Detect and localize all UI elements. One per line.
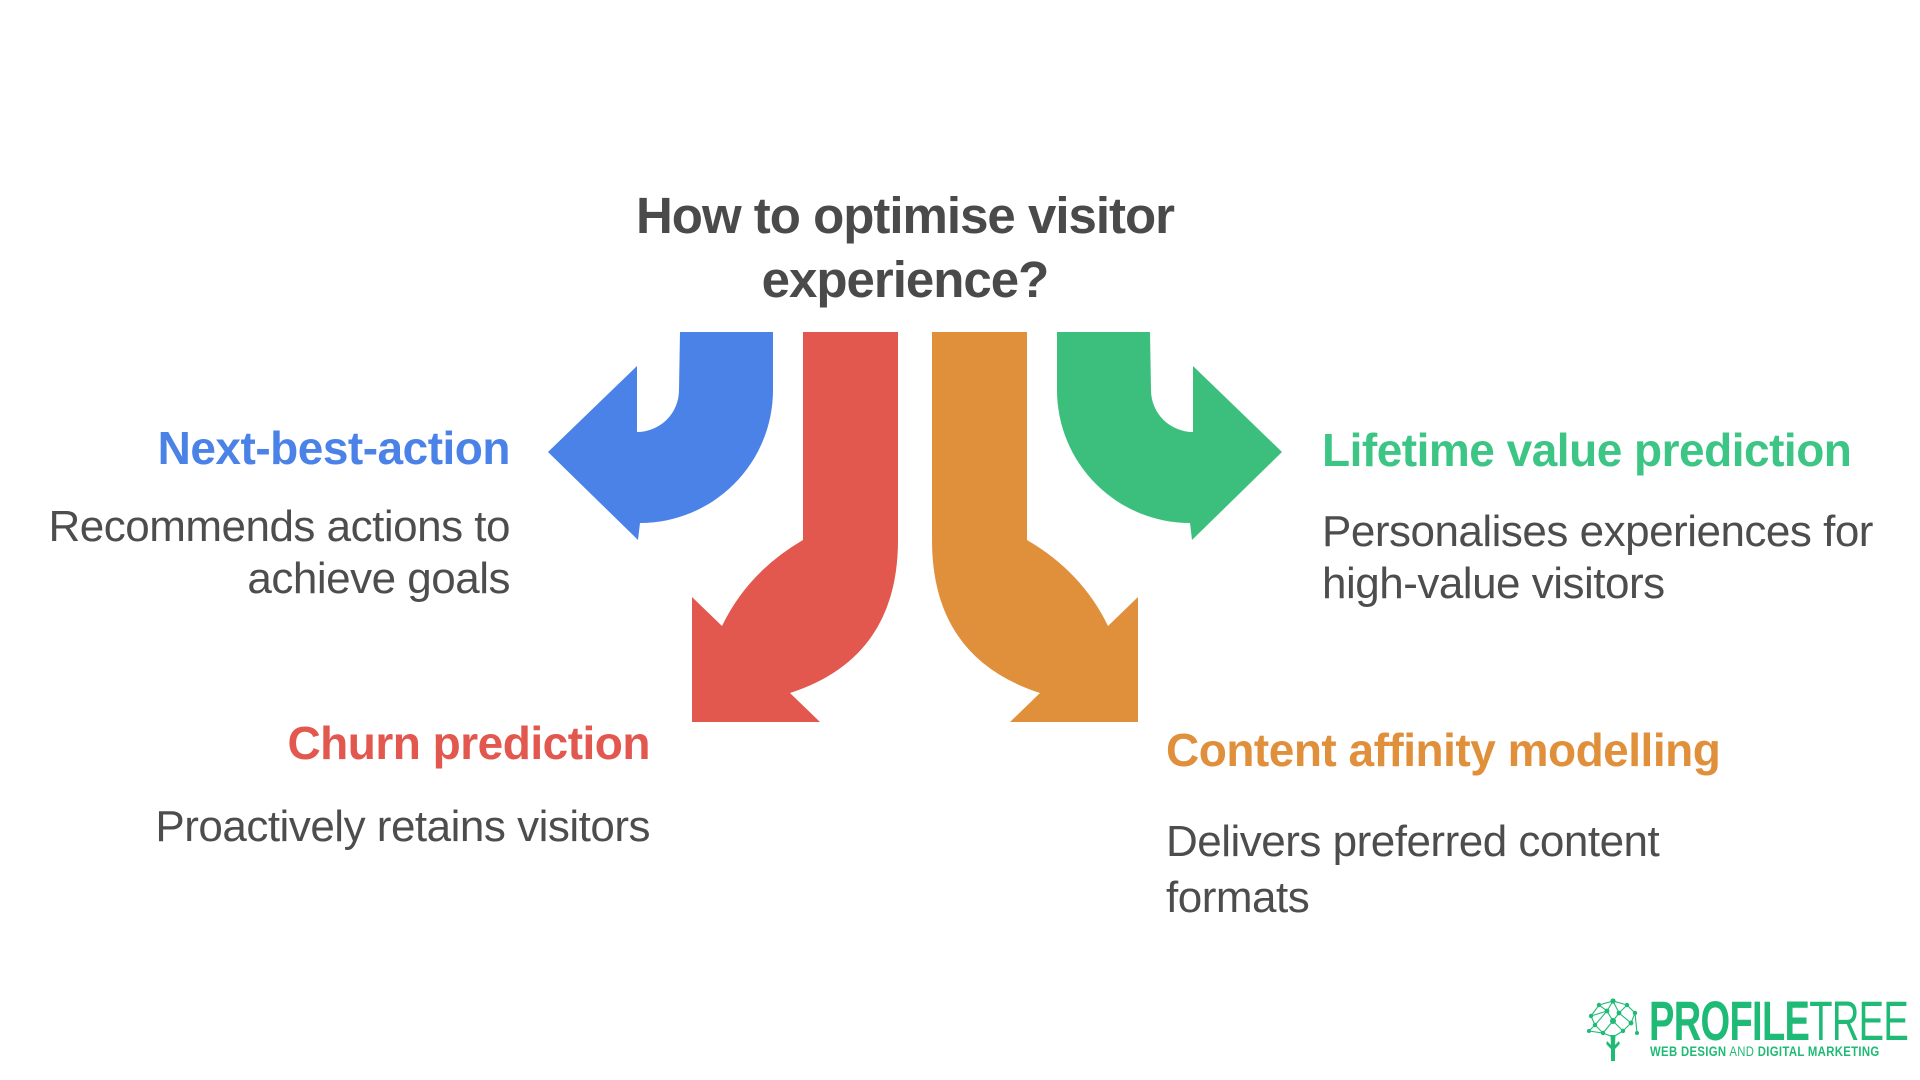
desc-line: Personalises experiences for [1322,507,1873,556]
arrow-down-right-orange [932,332,1138,722]
page-title: How to optimise visitor experience? [505,184,1305,312]
profiletree-logo: PROFILETREE WEB DESIGN AND DIGITAL MARKE… [1585,993,1909,1063]
desc-line: Delivers preferred content [1166,817,1660,866]
item-description-churn-prediction: Proactively retains visitors [100,801,650,853]
item-label-churn-prediction: Churn prediction [287,717,650,769]
page-title-line1: How to optimise visitor [635,187,1175,244]
item-description-content-affinity-modelling: Delivers preferred content formats [1166,814,1726,926]
desc-line: Proactively retains visitors [155,802,650,851]
arrow-down-left-red [692,332,898,722]
item-description-next-best-action: Recommends actions to achieve goals [10,501,511,605]
profiletree-tagline: WEB DESIGN AND DIGITAL MARKETING [1650,1045,1880,1059]
item-description-lifetime-value-prediction: Personalises experiences for high-value … [1322,506,1882,610]
arrow-right-green [1057,332,1282,540]
arrow-left-blue [548,332,773,540]
item-label-content-affinity-modelling: Content affinity modelling [1166,724,1721,776]
item-label-next-best-action: Next-best-action [157,422,511,474]
desc-line: achieve goals [247,554,510,603]
tagline-and: AND [1726,1044,1758,1059]
wordmark-profile: PROFILE [1649,989,1810,1052]
wordmark-tree: TREE [1809,989,1909,1052]
desc-line: high-value visitors [1322,559,1665,608]
tagline-web-design: WEB DESIGN [1650,1044,1727,1059]
page-title-line2: experience? [761,251,1050,308]
profiletree-tree-icon [1587,998,1639,1061]
item-label-lifetime-value-prediction: Lifetime value prediction [1322,424,1852,476]
desc-line: Recommends actions to [48,502,511,551]
tagline-digital-marketing: DIGITAL MARKETING [1757,1044,1880,1059]
desc-line: formats [1166,873,1310,922]
profiletree-wordmark: PROFILETREE [1649,993,1909,1049]
